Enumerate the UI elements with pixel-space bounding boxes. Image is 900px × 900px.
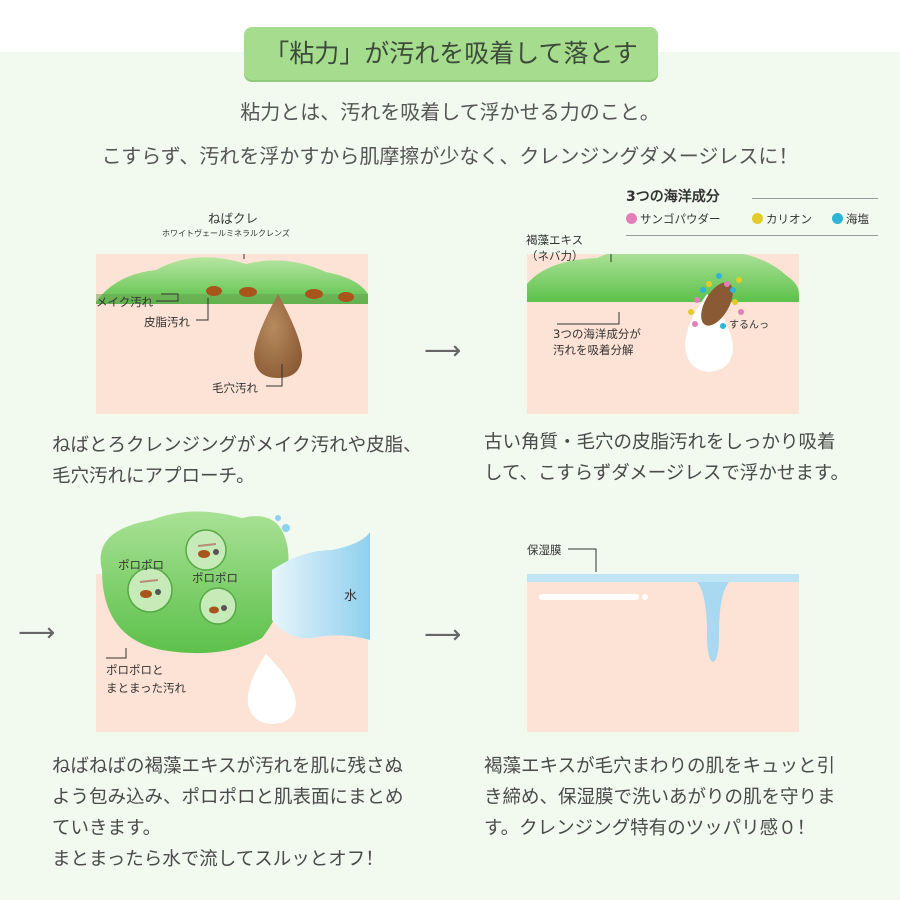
section-header: 「粘力」が汚れを吸着して落とす [244, 27, 658, 80]
panel-2-caption: 古い角質・毛穴の皮脂汚れをしっかり吸着 して、こすらずダメージレスで浮かせます。 [484, 427, 849, 489]
label-slip: するんっ [729, 320, 769, 331]
arrow-right-icon: ⟶ [424, 620, 462, 650]
panel-3-svg [106, 648, 296, 724]
empty-pore [247, 654, 296, 724]
caption-line: 古い角質・毛穴の皮脂汚れをしっかり吸着 [484, 432, 836, 453]
makeup-dirt [206, 286, 222, 296]
label-poro-1: ポロポロ [118, 558, 164, 572]
gel-bundle-svg [100, 511, 370, 654]
blue-dot-icon [832, 213, 843, 224]
gel-layer [96, 257, 368, 304]
legend-label: サンゴパウダー [640, 212, 721, 226]
label-product-sub: ホワイトヴェールミネラルクレンズ [162, 229, 290, 238]
caption-line: す。クレンジング特有のツッパリ感０！ [484, 818, 816, 839]
legend-rule-bottom [626, 235, 878, 236]
caption-line: き締め、保湿膜で洗いあがりの肌を守りま [484, 787, 836, 808]
caption-line: ねばねばの褐藻エキスが汚れを肌に残さぬ [52, 756, 403, 777]
label-product: ねばクレ [208, 211, 259, 226]
caption-line: まとまったら水で流してスルッとオフ！ [52, 849, 384, 870]
arrow-right-icon: ⟶ [424, 336, 462, 366]
label-extract-2: （ネバ力） [526, 249, 584, 263]
intro-line-1: 粘力とは、汚れを吸着して浮かせる力のこと。 [240, 100, 660, 124]
label-bundled-2: まとまった汚れ [106, 681, 187, 695]
pink-dot-icon [626, 213, 637, 224]
intro-line-2: こすらず、汚れを浮かすから肌摩擦が少なく、クレンジングダメージレスに！ [101, 144, 799, 168]
moisture-film [527, 574, 799, 582]
legend-title: 3つの海洋成分 [626, 189, 720, 205]
pore-dirt [254, 294, 302, 378]
label-makeup-dirt: メイク汚れ [96, 295, 154, 309]
section-title: 「粘力」が汚れを吸着して落とす [264, 39, 638, 68]
film-leader-line [568, 548, 597, 572]
panel-4-caption: 褐藻エキスが毛穴まわりの肌をキュッと引 き締め、保湿膜で洗いあがりの肌を守りま … [484, 751, 836, 844]
legend-label: 海塩 [846, 212, 869, 226]
legend-rule-top [752, 198, 878, 199]
panel-3-caption: ねばねばの褐藻エキスが汚れを肌に残さぬ よう包み込み、ポロポロと肌表面にまとめ … [52, 751, 404, 875]
caption-line: して、こすらずダメージレスで浮かせます。 [484, 463, 850, 484]
closed-pore [697, 582, 729, 662]
caption-line: ていきます。 [52, 818, 162, 839]
panel-4-svg [527, 574, 799, 662]
label-bundled-1: ポロポロと [106, 663, 164, 677]
panel-1-svg [96, 254, 368, 387]
legend-item-salt: 海塩 [832, 211, 869, 227]
empty-pore [685, 294, 733, 372]
yellow-dot-icon [752, 213, 763, 224]
panel-2-illustration: 3つの海洋成分が 汚れを吸着分解 するんっ [527, 254, 799, 414]
gel-blob [100, 511, 289, 654]
label-water: 水 [344, 589, 358, 604]
caption-line: 毛穴汚れにアプローチ。 [52, 466, 255, 487]
panel-2-svg [527, 254, 799, 372]
caption-line: 褐藻エキスが毛穴まわりの肌をキュッと引 [484, 756, 835, 777]
label-film: 保湿膜 [527, 543, 562, 557]
arrow-right-icon: ⟶ [18, 618, 56, 648]
water-stream [272, 532, 370, 640]
panel-4-illustration [527, 574, 799, 732]
label-absorb-2: 汚れを吸着分解 [553, 343, 634, 357]
legend-label: カリオン [766, 212, 812, 226]
caption-line: ねばとろクレンジングがメイク汚れや皮脂、 [52, 435, 422, 456]
label-sebum-dirt: 皮脂汚れ [144, 315, 190, 329]
panel-1-illustration: メイク汚れ 皮脂汚れ 毛穴汚れ [96, 254, 368, 414]
caption-line: よう包み込み、ポロポロと肌表面にまとめ [52, 787, 404, 808]
label-pore-dirt: 毛穴汚れ [212, 381, 258, 395]
panel-1-caption: ねばとろクレンジングがメイク汚れや皮脂、 毛穴汚れにアプローチ。 [52, 430, 422, 492]
legend-item-coral: サンゴパウダー [626, 211, 721, 227]
label-absorb-1: 3つの海洋成分が [553, 327, 641, 341]
legend-item-karion: カリオン [752, 211, 812, 227]
label-extract-1: 褐藻エキス [526, 233, 584, 247]
label-poro-2: ポロポロ [192, 571, 238, 585]
